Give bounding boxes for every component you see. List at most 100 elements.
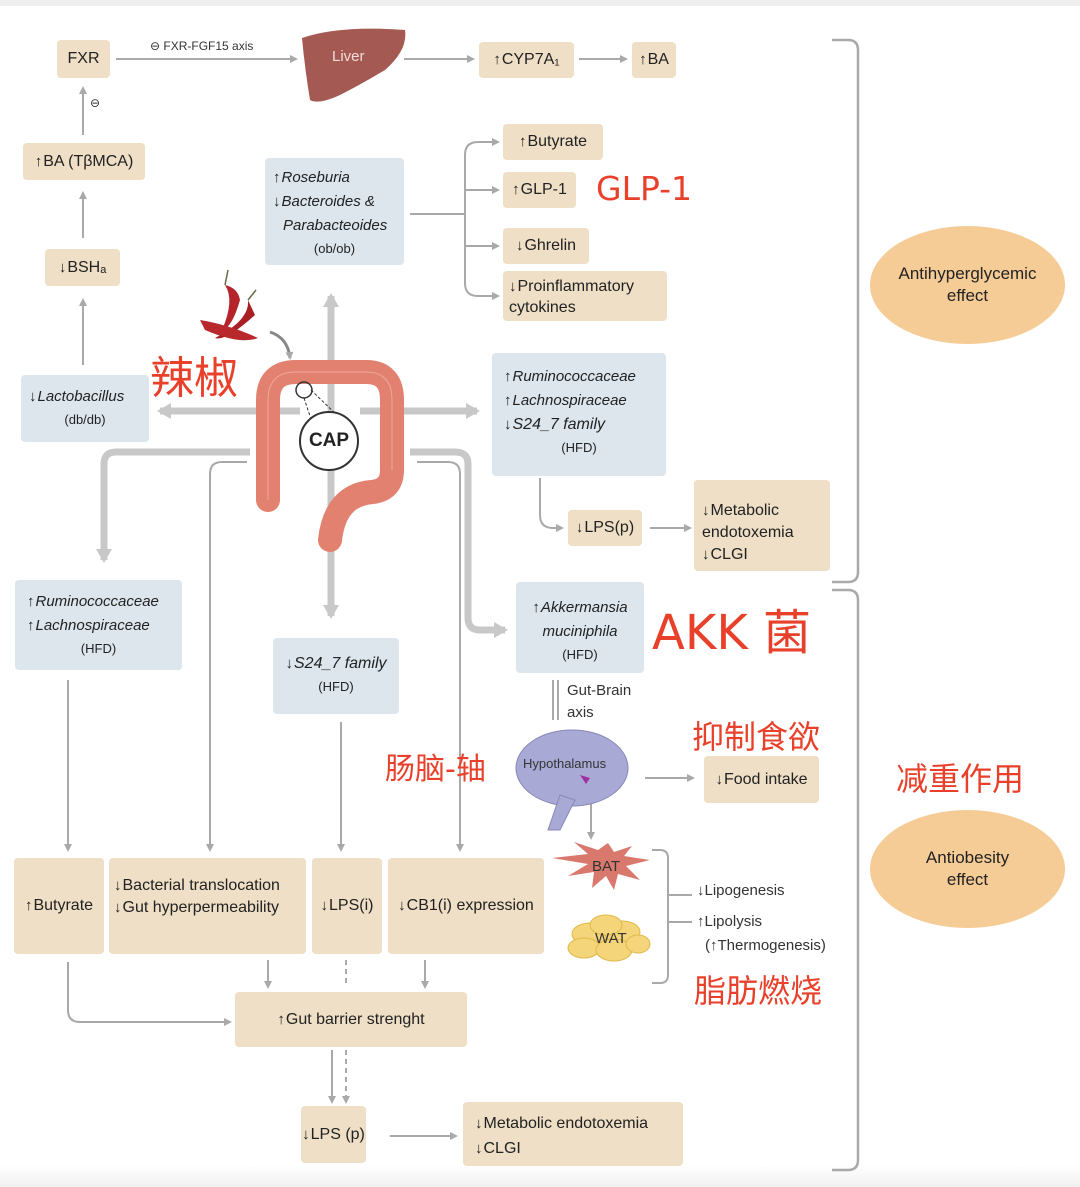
akkermansia-label: Akkermansia bbox=[540, 599, 628, 616]
antihyperglycemic-label: Antihyperglycemic effect bbox=[898, 264, 1037, 305]
ghrelin-label: Ghrelin bbox=[524, 237, 577, 254]
model-label: (HFD) bbox=[318, 679, 354, 694]
glp1-label: GLP-1 bbox=[520, 181, 567, 198]
lps-p-label: LPS (p) bbox=[310, 1125, 365, 1143]
glp1-box: ↑GLP-1 bbox=[503, 172, 576, 208]
down-arrow-icon: ↓ bbox=[273, 193, 281, 210]
antihyperglycemic-effect: Antihyperglycemic effect bbox=[870, 226, 1065, 344]
butyrate-bottom-box: ↑Butyrate bbox=[14, 858, 104, 954]
down-arrow-icon: ↓ bbox=[285, 655, 294, 672]
down-arrow-icon: ↓ bbox=[702, 546, 710, 563]
lps-i-box: ↓LPS(i) bbox=[312, 858, 382, 954]
down-arrow-icon: ↓ bbox=[475, 1140, 483, 1157]
ghrelin-box: ↓Ghrelin bbox=[503, 228, 589, 264]
ruminococcaceae-label: Ruminococcaceae bbox=[512, 368, 636, 385]
metabolic-endotoxemia-label: Metabolic endotoxemia bbox=[483, 1115, 649, 1132]
fxr-label: FXR bbox=[67, 50, 100, 67]
model-label: (HFD) bbox=[562, 647, 598, 662]
down-arrow-icon: ↓ bbox=[515, 237, 524, 254]
model-label: (ob/ob) bbox=[313, 241, 356, 256]
fat-bracket bbox=[652, 849, 669, 984]
bacteroides-label: Bacteroides & bbox=[281, 193, 375, 210]
thick-arrow-right-down bbox=[410, 448, 508, 638]
fxr-box: FXR bbox=[57, 40, 110, 78]
muciniphila-label: muciniphila bbox=[542, 623, 618, 640]
down-arrow-icon: ↓ bbox=[58, 258, 67, 276]
lachnospiraceae-label: Lachnospiraceae bbox=[35, 617, 150, 634]
butyrate-label: Butyrate bbox=[527, 133, 588, 150]
cytokines-label: Proinflammatory cytokines bbox=[509, 278, 634, 316]
arrow-hfd-lps bbox=[539, 478, 564, 532]
liver-illustration bbox=[302, 28, 406, 102]
up-arrow-icon: ↑ bbox=[504, 368, 512, 385]
butyrate-top-box: ↑Butyrate bbox=[503, 124, 603, 160]
up-arrow-icon: ↑ bbox=[24, 897, 33, 914]
wat-label: WAT bbox=[595, 930, 627, 947]
up-arrow-icon: ↑ bbox=[27, 617, 35, 634]
up-arrow-icon: ↑ bbox=[518, 133, 527, 150]
up-arrow-icon: ↑ bbox=[277, 1010, 285, 1028]
annotation-gut-brain-axis: 肠脑-轴 bbox=[385, 752, 486, 787]
food-intake-box: ↓Food intake bbox=[704, 756, 819, 803]
down-arrow-icon: ↓ bbox=[114, 899, 122, 916]
annotation-glp1: GLP-1 bbox=[596, 169, 693, 208]
ba-box: ↑BA bbox=[632, 42, 676, 78]
annotation-suppress-appetite: 抑制食欲 bbox=[692, 718, 821, 756]
food-intake-label: Food intake bbox=[723, 770, 808, 788]
hfd-left-box: ↑Ruminococcaceae ↑Lachnospiraceae (HFD) bbox=[15, 580, 182, 670]
brain-illustration bbox=[515, 729, 629, 831]
ba-tbmca-label: BA (TβMCA) bbox=[43, 152, 134, 170]
model-label: (HFD) bbox=[80, 641, 117, 656]
annotation-akk: AKK 菌 bbox=[652, 605, 812, 661]
model-label: (HFD) bbox=[561, 440, 597, 455]
metabolic-bottom-box: ↓Metabolic endotoxemia ↓CLGI bbox=[463, 1102, 683, 1166]
down-arrow-icon: ↓ bbox=[398, 897, 406, 914]
butyrate-label: Butyrate bbox=[33, 897, 94, 914]
up-arrow-icon: ↑ bbox=[493, 51, 501, 68]
gut-barrier-box: ↑Gut barrier strenght bbox=[235, 992, 467, 1047]
ba-tbmca-box: ↑BA (TβMCA) bbox=[23, 143, 145, 180]
bsh-box: ↓BSHₐ bbox=[45, 249, 120, 286]
bacterial-translocation-label: Bacterial translocation bbox=[122, 877, 280, 894]
chili-pepper-illustration bbox=[200, 269, 294, 360]
lachnospiraceae-label: Lachnospiraceae bbox=[512, 392, 627, 409]
up-arrow-icon: ↑ bbox=[504, 392, 512, 409]
s24-7-box: ↓S24_7 family (HFD) bbox=[273, 638, 399, 714]
cb1-expression-box: ↓CB1(i) expression bbox=[388, 858, 544, 954]
s24-7-family-label: S24_7 family bbox=[294, 655, 387, 672]
up-arrow-icon: ↑ bbox=[27, 593, 35, 610]
roseburia-box: ↑Roseburia ↓Bacteroides & Parabacteoides… bbox=[265, 158, 404, 265]
cyp7a1-label: CYP7A₁ bbox=[501, 51, 560, 68]
hypothalamus-label: Hypothalamus bbox=[523, 756, 607, 771]
bottom-band bbox=[0, 1165, 1080, 1187]
bat-illustration bbox=[552, 842, 650, 890]
liver-label: Liver bbox=[332, 48, 365, 65]
bat-label: BAT bbox=[592, 858, 621, 875]
lactobacillus-box: ↓Lactobacillus (db/db) bbox=[21, 375, 149, 442]
up-arrow-icon: ↑ bbox=[532, 599, 540, 616]
antiobesity-label: Antiobesity effect bbox=[925, 848, 1010, 889]
gut-brain-text: Gut-Brain bbox=[567, 682, 632, 699]
down-arrow-icon: ↓ bbox=[475, 1115, 483, 1132]
down-arrow-icon: ↓ bbox=[504, 416, 512, 433]
bacterial-translocation-box: ↓Bacterial translocation ↓Gut hyperperme… bbox=[109, 858, 306, 954]
annotation-chili: 辣椒 bbox=[150, 353, 238, 404]
lactobacillus-label: Lactobacillus bbox=[37, 388, 125, 405]
up-arrow-icon: ↑ bbox=[639, 51, 647, 68]
roseburia-label: Roseburia bbox=[281, 169, 350, 186]
lps-p-bottom-box: ↓LPS (p) bbox=[301, 1106, 366, 1163]
model-label: (db/db) bbox=[64, 412, 106, 427]
down-arrow-icon: ↓ bbox=[320, 897, 329, 914]
down-arrow-icon: ↓ bbox=[114, 877, 122, 894]
hfd-right-box: ↑Ruminococcaceae ↑Lachnospiraceae ↓S24_7… bbox=[492, 353, 666, 476]
cap-label: CAP bbox=[308, 430, 350, 451]
wat-illustration bbox=[567, 914, 651, 962]
down-arrow-icon: ↓ bbox=[575, 519, 584, 536]
down-arrow-icon: ↓ bbox=[302, 1125, 310, 1143]
antiobesity-effect: Antiobesity effect bbox=[870, 810, 1065, 928]
axis-text: axis bbox=[567, 704, 594, 721]
annotation-fat-burning: 脂肪燃烧 bbox=[694, 972, 823, 1010]
cap-circle: CAP bbox=[299, 411, 359, 471]
up-arrow-icon: ↑ bbox=[34, 152, 43, 170]
down-arrow-icon: ↓ bbox=[715, 770, 723, 788]
